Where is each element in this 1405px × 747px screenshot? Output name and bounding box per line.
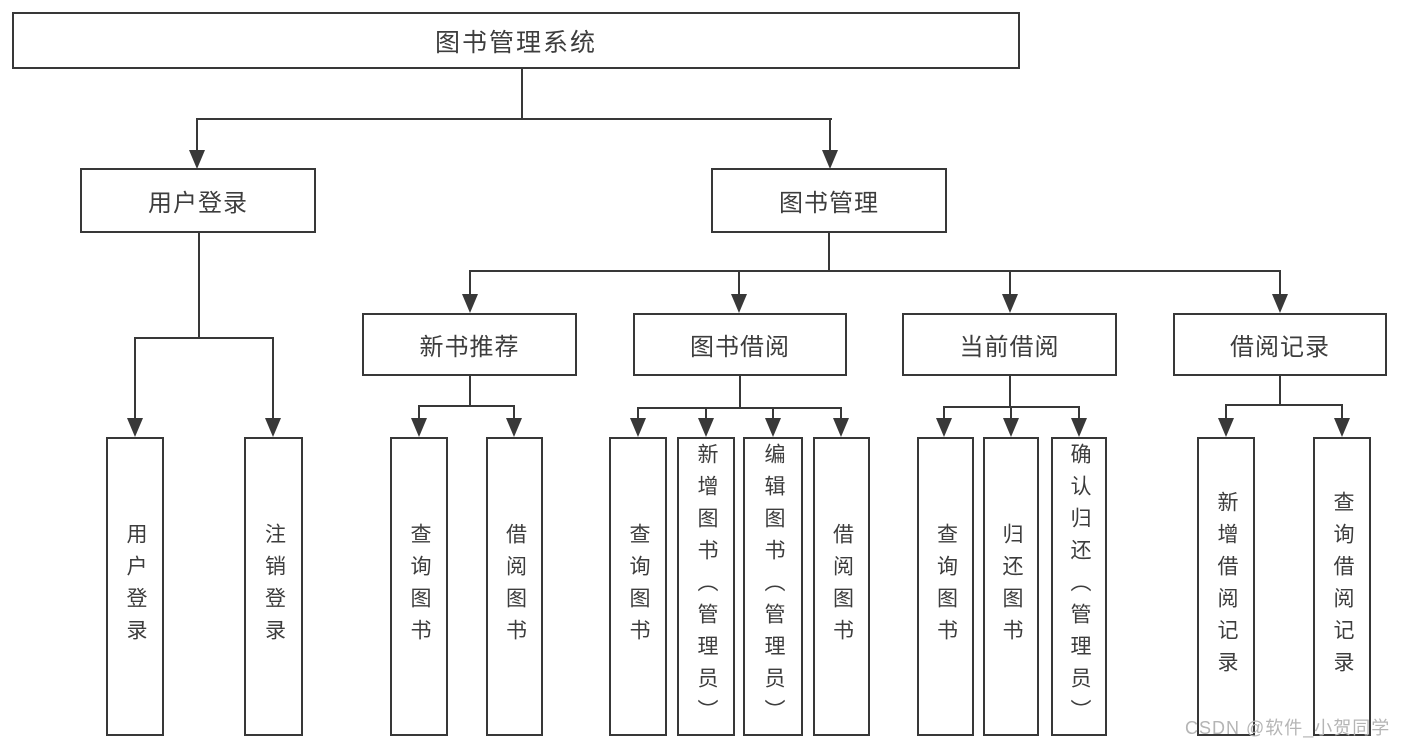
connector-line bbox=[637, 407, 842, 409]
node-label: 新书推荐 bbox=[419, 334, 520, 361]
node-book-borrowing: 图书借阅 bbox=[633, 313, 847, 376]
csdn-watermark: CSDN @软件_小贺同学 bbox=[1185, 718, 1391, 738]
node-label: 图书管理 bbox=[779, 190, 879, 217]
arrowhead-down-icon bbox=[1071, 418, 1087, 437]
arrowhead-down-icon bbox=[411, 418, 427, 437]
leaf-return-books: 归还图书 bbox=[983, 437, 1039, 736]
connector-line bbox=[418, 407, 420, 418]
node-label: 查询借阅记录 bbox=[1331, 490, 1355, 683]
node-label: 借阅图书 bbox=[503, 522, 527, 651]
connector-line bbox=[705, 409, 707, 418]
node-label: 用户登录 bbox=[148, 190, 248, 217]
connector-line bbox=[418, 405, 515, 407]
node-current-borrowing: 当前借阅 bbox=[902, 313, 1117, 376]
arrowhead-down-icon bbox=[189, 150, 205, 169]
connector-line bbox=[196, 118, 832, 120]
arrowhead-down-icon bbox=[462, 294, 478, 313]
node-label: 查询图书 bbox=[627, 522, 651, 651]
connector-line bbox=[1341, 406, 1343, 418]
arrowhead-down-icon bbox=[698, 418, 714, 437]
connector-line bbox=[943, 406, 1080, 408]
arrowhead-down-icon bbox=[822, 150, 838, 169]
leaf-query-books-current: 查询图书 bbox=[917, 437, 974, 736]
leaf-confirm-return-admin: 确认归还（管理员） bbox=[1051, 437, 1107, 736]
connector-line bbox=[1279, 272, 1281, 295]
node-new-book-recommend: 新书推荐 bbox=[362, 313, 577, 376]
node-label: 归还图书 bbox=[1000, 522, 1024, 651]
leaf-borrow-books: 借阅图书 bbox=[813, 437, 870, 736]
leaf-add-books-admin: 新增图书（管理员） bbox=[677, 437, 735, 736]
node-label: 确认归还（管理员） bbox=[1068, 442, 1092, 731]
leaf-query-books-recommend: 查询图书 bbox=[390, 437, 448, 736]
arrowhead-down-icon bbox=[506, 418, 522, 437]
connector-line bbox=[1225, 404, 1343, 406]
connector-line bbox=[521, 68, 523, 120]
node-label: 注销登录 bbox=[262, 522, 286, 651]
leaf-logout: 注销登录 bbox=[244, 437, 303, 736]
connector-line bbox=[1279, 376, 1281, 406]
node-label: 借阅记录 bbox=[1230, 334, 1330, 361]
node-label: 当前借阅 bbox=[959, 334, 1060, 361]
arrowhead-down-icon bbox=[265, 418, 281, 437]
leaf-query-borrow-record: 查询借阅记录 bbox=[1313, 437, 1371, 736]
connector-line bbox=[513, 407, 515, 418]
node-label: 编辑图书（管理员） bbox=[762, 442, 786, 731]
leaf-query-books-borrowing: 查询图书 bbox=[609, 437, 667, 736]
connector-line bbox=[840, 409, 842, 418]
arrowhead-down-icon bbox=[731, 294, 747, 313]
connector-line bbox=[1009, 376, 1011, 408]
connector-line bbox=[828, 233, 830, 272]
connector-line bbox=[272, 339, 274, 418]
connector-line bbox=[469, 270, 1281, 272]
connector-line bbox=[1225, 406, 1227, 418]
node-user-login: 用户登录 bbox=[80, 168, 316, 233]
arrowhead-down-icon bbox=[127, 418, 143, 437]
connector-line bbox=[469, 376, 471, 407]
arrowhead-down-icon bbox=[765, 418, 781, 437]
node-label: 借阅图书 bbox=[830, 522, 854, 651]
connector-line bbox=[739, 376, 741, 409]
arrowhead-down-icon bbox=[1272, 294, 1288, 313]
connector-line bbox=[943, 408, 945, 418]
arrowhead-down-icon bbox=[630, 418, 646, 437]
connector-line bbox=[829, 120, 831, 150]
arrowhead-down-icon bbox=[1002, 294, 1018, 313]
node-label: 查询图书 bbox=[934, 522, 958, 651]
node-label: 新增借阅记录 bbox=[1215, 490, 1239, 683]
connector-line bbox=[196, 120, 198, 150]
leaf-edit-books-admin: 编辑图书（管理员） bbox=[743, 437, 803, 736]
node-book-management: 图书管理 bbox=[711, 168, 947, 233]
connector-line bbox=[469, 272, 471, 295]
leaf-borrow-books-recommend: 借阅图书 bbox=[486, 437, 543, 736]
arrowhead-down-icon bbox=[1334, 418, 1350, 437]
node-library-management-system: 图书管理系统 bbox=[12, 12, 1020, 69]
connector-line bbox=[1009, 272, 1011, 295]
arrowhead-down-icon bbox=[1003, 418, 1019, 437]
connector-line bbox=[198, 233, 200, 339]
arrowhead-down-icon bbox=[833, 418, 849, 437]
connector-line bbox=[738, 272, 740, 295]
arrowhead-down-icon bbox=[1218, 418, 1234, 437]
connector-line bbox=[134, 339, 136, 418]
leaf-user-login: 用户登录 bbox=[106, 437, 164, 736]
node-label: 图书管理系统 bbox=[434, 28, 597, 57]
node-label: 新增图书（管理员） bbox=[695, 442, 719, 731]
connector-line bbox=[134, 337, 274, 339]
connector-line bbox=[637, 409, 639, 418]
node-label: 用户登录 bbox=[124, 522, 148, 651]
node-label: 图书借阅 bbox=[690, 334, 790, 361]
node-borrowing-records: 借阅记录 bbox=[1173, 313, 1387, 376]
connector-line bbox=[1010, 408, 1012, 418]
leaf-add-borrow-record: 新增借阅记录 bbox=[1197, 437, 1255, 736]
connector-line bbox=[1078, 408, 1080, 418]
arrowhead-down-icon bbox=[936, 418, 952, 437]
connector-line bbox=[772, 409, 774, 418]
node-label: 查询图书 bbox=[408, 522, 432, 651]
